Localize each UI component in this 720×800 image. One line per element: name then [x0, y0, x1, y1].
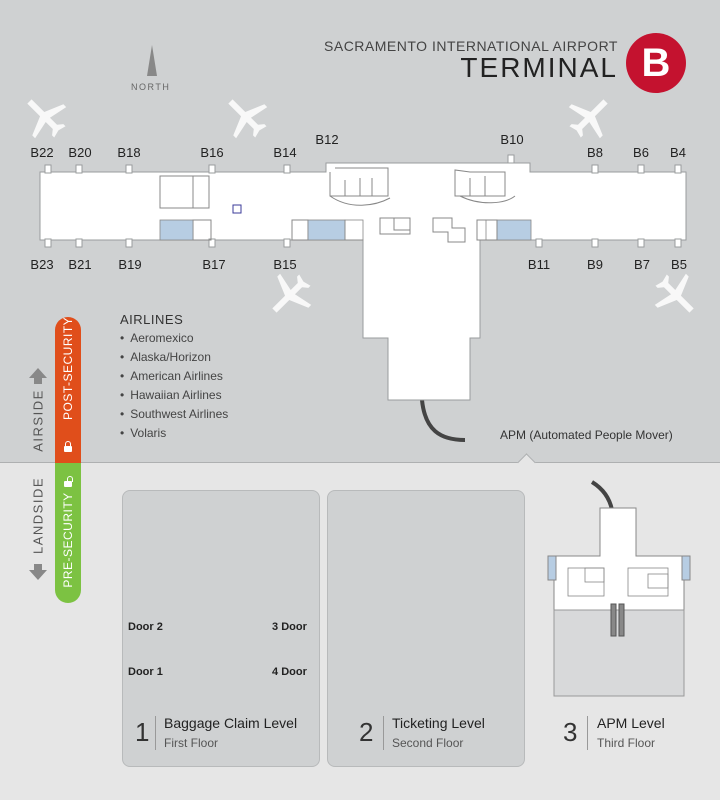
airplane-icon	[27, 99, 67, 139]
gate-label: B15	[273, 257, 297, 272]
gate-label: B23	[30, 257, 54, 272]
lock-closed-icon	[64, 441, 72, 452]
terminal-interior	[159, 167, 516, 243]
security-divider-line	[0, 462, 720, 463]
gate-label: B20	[68, 145, 92, 160]
gate-label: B7	[634, 257, 650, 272]
level-name: Ticketing Level	[392, 715, 485, 731]
airplane-icon	[568, 99, 608, 139]
north-label: NORTH	[131, 82, 171, 92]
level-number: 1	[135, 717, 150, 747]
apm-label: APM (Automated People Mover)	[500, 428, 673, 442]
lock-open-icon	[64, 476, 73, 487]
gate-label: B19	[118, 257, 142, 272]
terminal-title: TERMINAL	[460, 52, 618, 83]
airplane-icon	[272, 273, 312, 313]
level-3-plan	[547, 480, 691, 697]
gate-label: B4	[670, 145, 686, 160]
gate-label: B16	[200, 145, 224, 160]
airline-item: Hawaiian Airlines	[120, 386, 228, 405]
airside-label: AIRSIDE	[30, 389, 46, 452]
level-name: APM Level	[597, 715, 665, 731]
airlines-list: AIRLINES Aeromexico Alaska/Horizon Ameri…	[120, 312, 228, 443]
airline-item: Southwest Airlines	[120, 405, 228, 424]
airplane-icon	[228, 99, 268, 139]
level-number: 2	[359, 717, 374, 747]
gate-label: B18	[117, 145, 141, 160]
gate-label: B21	[68, 257, 92, 272]
airplane-icon	[654, 273, 694, 313]
gate-label: B17	[202, 257, 226, 272]
door-label: Door 1	[128, 666, 163, 678]
level-floor: Third Floor	[597, 736, 656, 750]
door-label: 4 Door	[272, 666, 307, 678]
level-number: 3	[563, 717, 578, 747]
gate-label: B12	[315, 132, 339, 147]
level-separator	[587, 716, 588, 750]
level-2-panel	[327, 490, 525, 767]
gate-label: B5	[671, 257, 687, 272]
post-security-label: POST-SECURITY	[61, 316, 75, 420]
level-name: Baggage Claim Level	[164, 715, 298, 731]
airline-item: Alaska/Horizon	[120, 348, 228, 367]
pre-security-pill	[55, 463, 81, 603]
north-arrow-icon	[147, 45, 157, 76]
arrow-down-icon	[29, 564, 47, 580]
landside-label: LANDSIDE	[30, 476, 46, 555]
door-label: 3 Door	[272, 621, 307, 633]
airline-item: Volaris	[120, 424, 228, 443]
door-label: Door 2	[128, 621, 163, 633]
gate-label: B6	[633, 145, 649, 160]
level-separator	[383, 716, 384, 750]
apm-track	[420, 399, 466, 442]
level-separator	[155, 716, 156, 750]
airlines-title: AIRLINES	[120, 312, 184, 327]
level-floor: Second Floor	[392, 736, 464, 750]
gate-label: B11	[527, 257, 551, 272]
airplane-icons	[27, 99, 694, 313]
gate-label: B22	[30, 145, 54, 160]
gate-label: B14	[273, 145, 297, 160]
arrow-up-icon	[29, 368, 47, 384]
level-floor: First Floor	[164, 736, 218, 750]
terminal-badge: B	[626, 33, 686, 93]
gate-label: B8	[587, 145, 603, 160]
jet-bridges	[44, 154, 682, 248]
pre-security-label: PRE-SECURITY	[61, 492, 75, 588]
airport-name: SACRAMENTO INTERNATIONAL AIRPORT	[324, 38, 618, 54]
gate-label: B9	[587, 257, 603, 272]
airline-item: American Airlines	[120, 367, 228, 386]
gate-label: B10	[500, 132, 524, 147]
airline-item: Aeromexico	[120, 329, 228, 348]
post-security-pill	[55, 317, 81, 463]
